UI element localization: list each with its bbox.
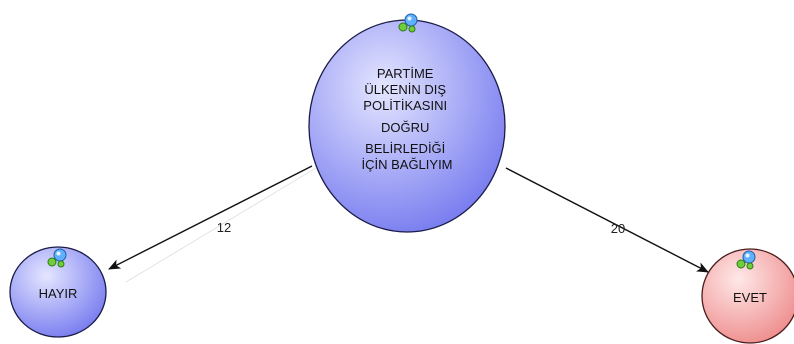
edge-root-evet[interactable]: 20 <box>505 167 709 273</box>
node-root[interactable]: PARTİME ÜLKENİN DIŞ POLİTİKASINI DOĞRU B… <box>308 13 506 233</box>
node-circle[interactable] <box>9 246 107 338</box>
edge-line[interactable] <box>505 167 709 273</box>
network-node-icon <box>736 250 756 270</box>
edge-label-20: 20 <box>611 221 625 236</box>
network-node-icon <box>47 248 67 268</box>
node-circle[interactable] <box>701 248 794 344</box>
node-evet[interactable]: EVET <box>701 248 794 344</box>
edge-label-12: 12 <box>217 220 231 235</box>
network-node-icon <box>398 13 418 33</box>
node-hayir[interactable]: HAYIR <box>9 246 107 338</box>
node-label-evet: EVET <box>733 290 767 305</box>
node-label-root: PARTİME ÜLKENİN DIŞ POLİTİKASINI DOĞRU B… <box>361 66 452 172</box>
edge-line[interactable] <box>108 165 313 270</box>
node-label-hayir: HAYIR <box>39 286 78 301</box>
edge-root-hayir[interactable]: 12 <box>108 165 317 283</box>
